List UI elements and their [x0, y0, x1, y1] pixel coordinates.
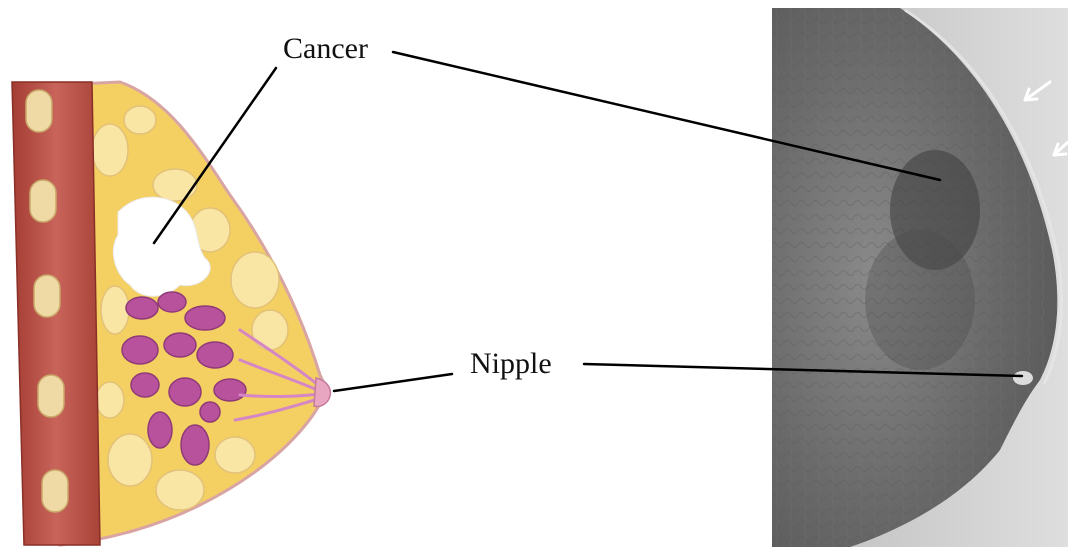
- nipple: [314, 378, 330, 407]
- mammogram-image: [772, 8, 1068, 547]
- cancer-label: Cancer: [283, 34, 368, 64]
- breast-anatomy-illustration: [12, 82, 330, 545]
- nipple-label: Nipple: [470, 349, 552, 379]
- nipple-leader-to-illustration: [334, 374, 452, 391]
